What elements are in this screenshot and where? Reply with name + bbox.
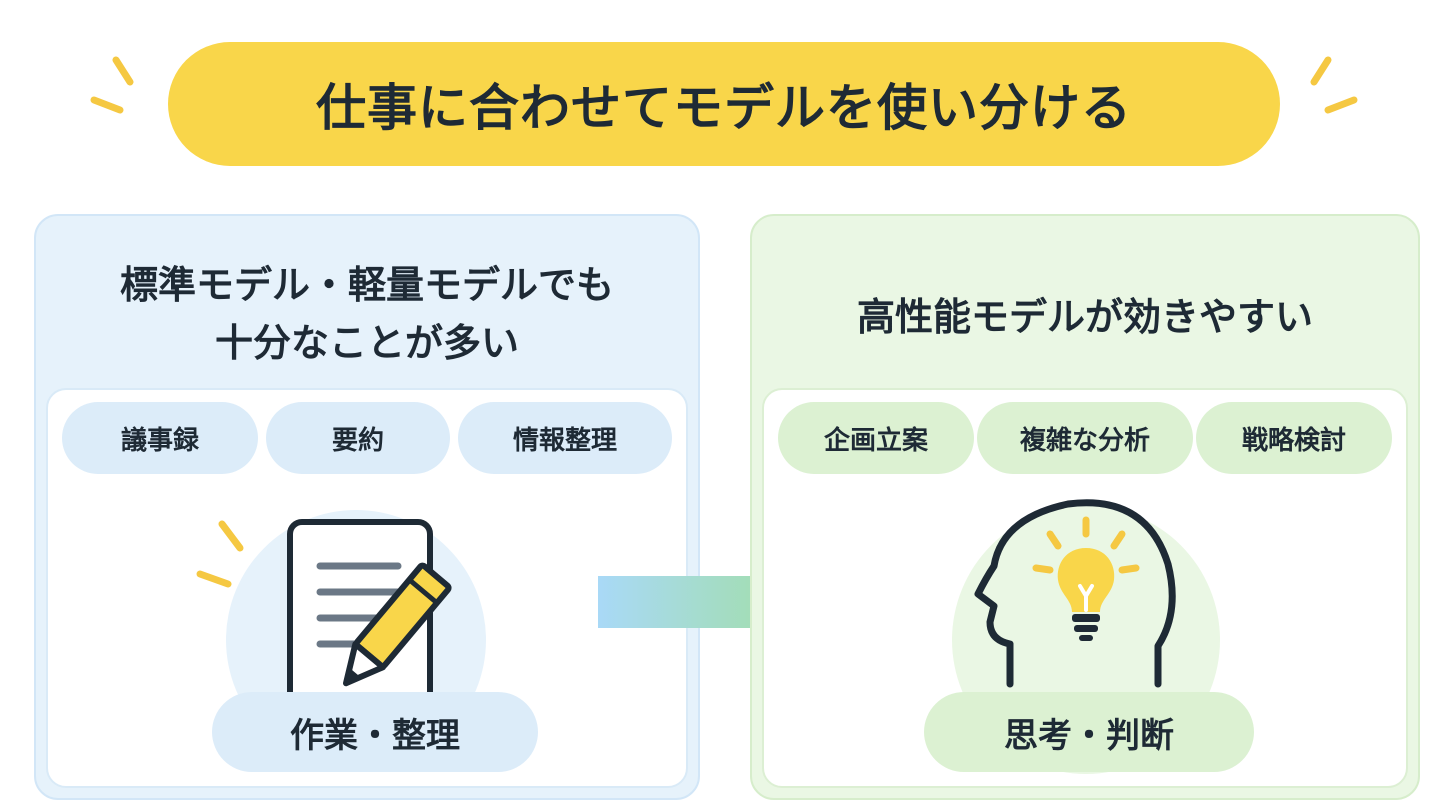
left-panel-heading: 標準モデル・軽量モデルでも 十分なことが多い: [36, 256, 698, 372]
left-category-label: 作業・整理: [212, 692, 538, 772]
left-heading-line-1: 標準モデル・軽量モデルでも: [119, 263, 614, 307]
right-heading-line-1: 高性能モデルが効きやすい: [856, 295, 1313, 339]
chip-summary: 要約: [266, 402, 450, 474]
left-task-chips: 議事録 要約 情報整理: [62, 402, 672, 474]
title-banner: 仕事に合わせてモデルを使い分ける: [168, 42, 1280, 166]
right-category-label: 思考・判断: [924, 692, 1254, 772]
chip-info-organize: 情報整理: [458, 402, 672, 474]
head-lightbulb-icon: [952, 499, 1220, 774]
transition-arrow-icon: [598, 548, 866, 656]
right-sparkle-icon: [1310, 56, 1358, 114]
chip-planning: 企画立案: [778, 402, 974, 474]
chip-complex-analysis: 複雑な分析: [977, 402, 1193, 474]
right-panel-heading: 高性能モデルが効きやすい: [752, 288, 1418, 346]
standard-model-panel: 標準モデル・軽量モデルでも 十分なことが多い 議事録 要約 情報整理: [34, 214, 700, 800]
chip-minutes: 議事録: [62, 402, 258, 474]
chip-strategy: 戦略検討: [1196, 402, 1392, 474]
document-pencil-icon: [196, 510, 486, 770]
left-sparkle-icon: [90, 56, 134, 114]
high-performance-model-panel: 高性能モデルが効きやすい 企画立案 複雑な分析 戦略検討: [750, 214, 1420, 800]
left-inner-card: 議事録 要約 情報整理: [46, 388, 688, 788]
page-title: 仕事に合わせてモデルを使い分ける: [316, 79, 1132, 137]
left-heading-line-2: 十分なことが多い: [214, 321, 519, 365]
right-inner-card: 企画立案 複雑な分析 戦略検討 思考・判断: [762, 388, 1408, 788]
right-task-chips: 企画立案 複雑な分析 戦略検討: [778, 402, 1392, 474]
